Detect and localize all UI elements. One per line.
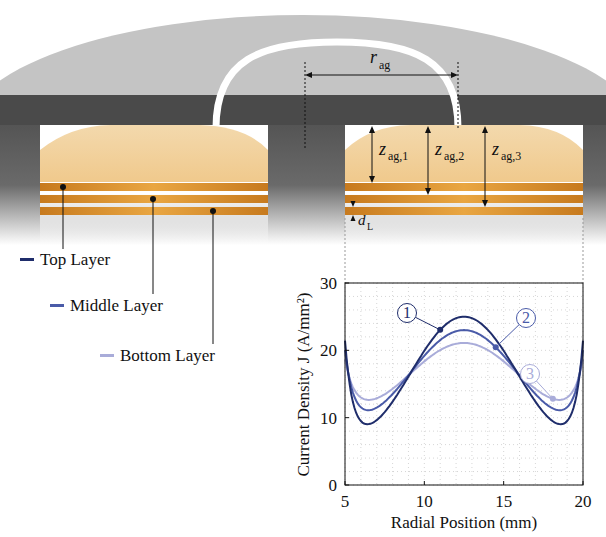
curve-point: [550, 396, 556, 402]
legend-entry: Middle Layer: [50, 297, 163, 314]
dimension-label: z: [435, 140, 442, 158]
grid-line: [376, 283, 377, 485]
callout-number: 3: [520, 364, 540, 384]
grid-line: [424, 283, 425, 485]
current-curve: [345, 317, 583, 425]
callout-number: 1: [397, 303, 417, 323]
tick: [345, 350, 349, 351]
tick: [345, 481, 346, 485]
grid-line: [345, 458, 583, 459]
grid-line: [503, 283, 504, 485]
dimension-label: ag,2: [444, 150, 464, 162]
legend-swatch: [20, 258, 34, 261]
legend-text: Bottom Layer: [120, 347, 215, 364]
legend-swatch: [100, 354, 114, 357]
grid-line: [345, 363, 583, 364]
legend-text: Top Layer: [40, 251, 110, 268]
grid-line: [345, 323, 583, 324]
grid-line: [345, 444, 583, 445]
dimension-label: ag: [379, 59, 390, 71]
callout-number: 2: [516, 308, 536, 328]
axis-tick-label: 10: [320, 410, 337, 427]
curve-point: [493, 344, 499, 350]
grid-line: [360, 283, 361, 485]
grid-line: [345, 390, 583, 391]
grid-line: [487, 283, 488, 485]
tick: [424, 481, 425, 485]
axis-tick-label: 15: [495, 493, 512, 510]
grid-line: [345, 309, 583, 310]
current-curve: [345, 343, 583, 400]
dimension-label: d: [358, 213, 366, 228]
grid-line: [567, 283, 568, 485]
axis-tick-label: 0: [329, 477, 338, 494]
tick: [583, 481, 584, 485]
grid-line: [392, 283, 393, 485]
grid-line: [345, 296, 583, 297]
axis-tick-label: 30: [320, 275, 337, 292]
tick: [503, 481, 504, 485]
axis-title: Current Density J (A/mm²): [294, 292, 311, 476]
dimension-label: L: [367, 222, 373, 232]
grid-line: [440, 283, 441, 485]
grid-line: [471, 283, 472, 485]
legend-entry: Top Layer: [20, 251, 110, 268]
legend-swatch: [50, 304, 64, 307]
current-curve: [345, 330, 583, 410]
grid-line: [345, 431, 583, 432]
legend-entry: Bottom Layer: [100, 347, 215, 364]
grid-line: [345, 336, 583, 337]
dimension-label: z: [379, 140, 386, 158]
grid-line: [345, 377, 583, 378]
grid-line: [345, 350, 583, 351]
dimension-label: z: [492, 140, 499, 158]
axis-tick-label: 5: [341, 493, 350, 510]
axis-tick-label: 20: [575, 493, 592, 510]
curve-point: [437, 327, 443, 333]
dimension-label: ag,3: [501, 150, 521, 162]
grid-line: [551, 283, 552, 485]
grid-line: [456, 283, 457, 485]
tick: [345, 283, 349, 284]
grid-line: [345, 471, 583, 472]
dimension-label: r: [370, 48, 377, 66]
axis-title: Radial Position (mm): [391, 514, 537, 531]
axis-tick-label: 20: [320, 342, 337, 359]
tick: [345, 485, 349, 486]
tick: [345, 417, 349, 418]
dimension-label: ag,1: [388, 150, 408, 162]
legend-text: Middle Layer: [70, 297, 163, 314]
axis-tick-label: 10: [416, 493, 433, 510]
